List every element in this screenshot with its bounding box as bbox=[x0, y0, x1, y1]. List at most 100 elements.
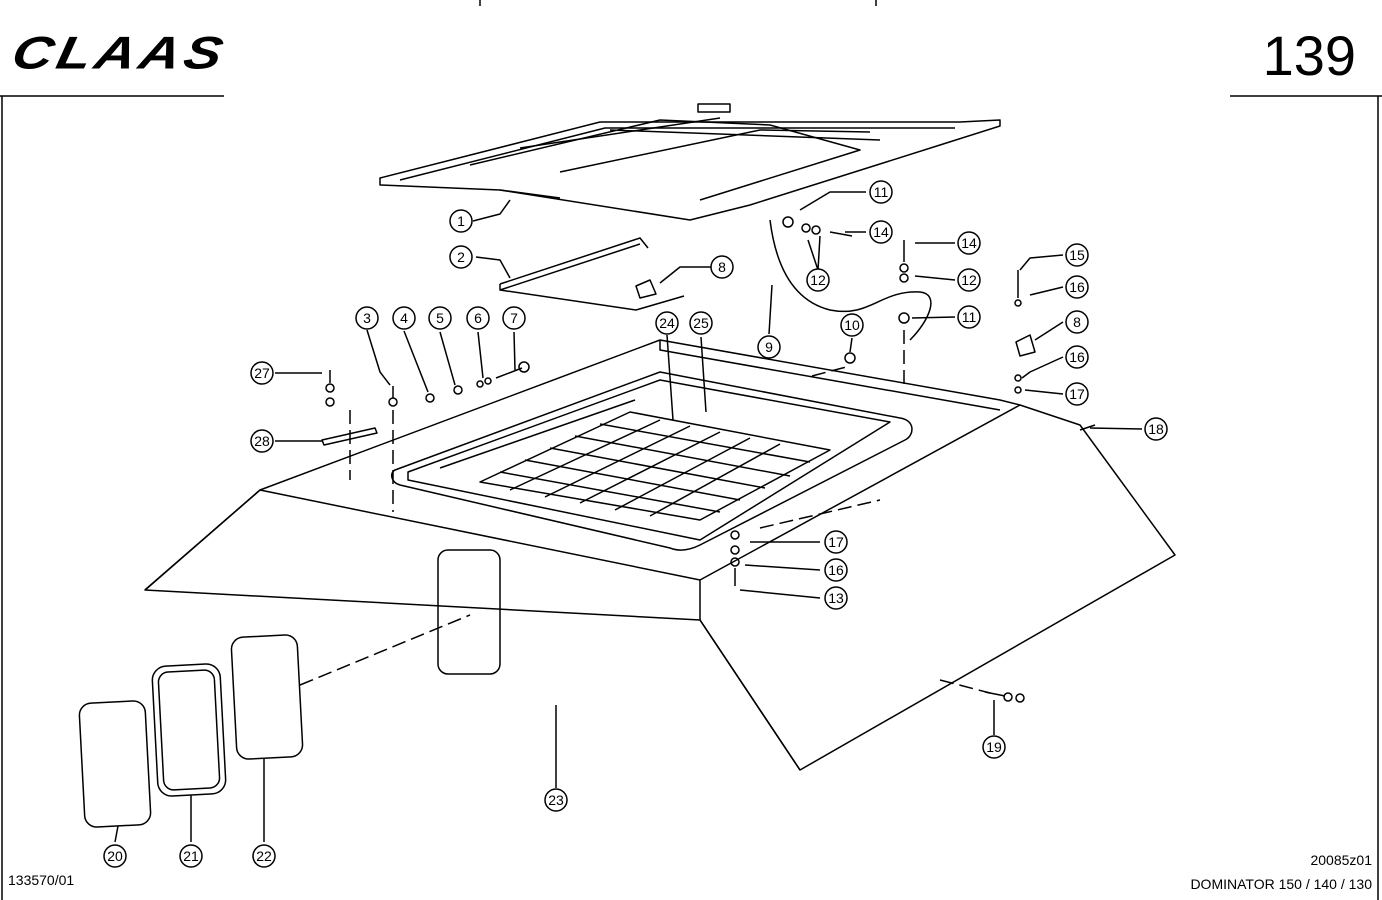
callout-14: 14 bbox=[957, 231, 981, 255]
callout-25: 25 bbox=[689, 311, 713, 335]
callout-24: 24 bbox=[655, 311, 679, 335]
callout-circle bbox=[250, 429, 274, 453]
callout-circle bbox=[824, 558, 848, 582]
callout-number: 16 bbox=[1069, 279, 1085, 295]
callout-16: 16 bbox=[1065, 275, 1089, 299]
callout-number: 11 bbox=[962, 309, 977, 325]
callout-3: 3 bbox=[355, 306, 379, 330]
callout-number: 4 bbox=[400, 310, 408, 326]
callout-circle bbox=[1065, 243, 1089, 267]
callout-circle bbox=[655, 311, 679, 335]
callout-circle bbox=[428, 306, 452, 330]
callout-22: 22 bbox=[252, 844, 276, 868]
callout-number: 16 bbox=[828, 562, 844, 578]
callout-12: 12 bbox=[957, 268, 981, 292]
callout-number: 28 bbox=[254, 433, 270, 449]
callout-number: 2 bbox=[457, 249, 465, 265]
callout-number: 18 bbox=[1148, 421, 1164, 437]
callout-circle bbox=[1065, 345, 1089, 369]
callout-7: 7 bbox=[502, 306, 526, 330]
callout-4: 4 bbox=[392, 306, 416, 330]
callout-15: 15 bbox=[1065, 243, 1089, 267]
callout-number: 1 bbox=[457, 213, 465, 229]
callout-circle bbox=[252, 844, 276, 868]
callout-circle bbox=[957, 268, 981, 292]
callout-18: 18 bbox=[1144, 417, 1168, 441]
callout-16: 16 bbox=[1065, 345, 1089, 369]
callout-number: 17 bbox=[1069, 386, 1085, 402]
callout-number: 14 bbox=[873, 224, 889, 240]
callout-number: 14 bbox=[961, 235, 977, 251]
callout-circle bbox=[1065, 275, 1089, 299]
callout-2: 2 bbox=[449, 245, 473, 269]
callout-number: 24 bbox=[659, 315, 675, 331]
hardware bbox=[321, 216, 1096, 703]
callout-number: 12 bbox=[961, 272, 977, 288]
callout-circle bbox=[544, 788, 568, 812]
callout-23: 23 bbox=[544, 788, 568, 812]
callout-number: 10 bbox=[844, 317, 860, 333]
callout-circle bbox=[806, 268, 830, 292]
callout-6: 6 bbox=[466, 306, 490, 330]
callout-number: 13 bbox=[828, 590, 844, 606]
callout-number: 23 bbox=[548, 792, 564, 808]
cable bbox=[769, 219, 932, 341]
clip-left bbox=[635, 279, 657, 299]
callout-circle bbox=[355, 306, 379, 330]
callout-14: 14 bbox=[869, 220, 893, 244]
callout-circle bbox=[250, 361, 274, 385]
callout-8: 8 bbox=[710, 255, 734, 279]
callout-number: 8 bbox=[1073, 314, 1081, 330]
callout-5: 5 bbox=[428, 306, 452, 330]
callout-number: 16 bbox=[1069, 349, 1085, 365]
callout-circle bbox=[757, 335, 781, 359]
callout-circle bbox=[392, 306, 416, 330]
callout-17: 17 bbox=[1065, 382, 1089, 406]
leader-lines bbox=[114, 191, 1143, 843]
callout-circle bbox=[840, 313, 864, 337]
callout-circle bbox=[689, 311, 713, 335]
callout-circle bbox=[449, 245, 473, 269]
callout-number: 12 bbox=[810, 272, 826, 288]
callout-circle bbox=[1144, 417, 1168, 441]
callout-1: 1 bbox=[449, 209, 473, 233]
callout-circle bbox=[869, 180, 893, 204]
callout-16: 16 bbox=[824, 558, 848, 582]
callout-circle bbox=[957, 305, 981, 329]
callout-19: 19 bbox=[982, 735, 1006, 759]
callout-10: 10 bbox=[840, 313, 864, 337]
callout-circle bbox=[466, 306, 490, 330]
callout-circle bbox=[824, 530, 848, 554]
callout-8: 8 bbox=[1065, 310, 1089, 334]
callout-20: 20 bbox=[103, 844, 127, 868]
callout-number: 21 bbox=[183, 848, 199, 864]
callout-number: 8 bbox=[718, 259, 726, 275]
callout-number: 6 bbox=[474, 310, 482, 326]
model-name: DOMINATOR 150 / 140 / 130 bbox=[1190, 876, 1372, 892]
callout-circle bbox=[449, 209, 473, 233]
callout-circle bbox=[179, 844, 203, 868]
window-panes bbox=[78, 634, 304, 828]
callout-circle bbox=[1065, 382, 1089, 406]
callout-number: 15 bbox=[1069, 247, 1085, 263]
cab-housing bbox=[144, 339, 1176, 771]
doc-number: 133570/01 bbox=[8, 872, 75, 888]
callout-circle bbox=[710, 255, 734, 279]
callout-number: 27 bbox=[254, 365, 270, 381]
callout-circle bbox=[1065, 310, 1089, 334]
callout-11: 11 bbox=[957, 305, 981, 329]
callout-21: 21 bbox=[179, 844, 203, 868]
callout-13: 13 bbox=[824, 586, 848, 610]
callout-number: 3 bbox=[363, 310, 371, 326]
drawing-code: 20085z01 bbox=[1310, 852, 1372, 868]
callout-number: 9 bbox=[765, 339, 773, 355]
callout-28: 28 bbox=[250, 429, 274, 453]
callout-circle bbox=[103, 844, 127, 868]
callout-9: 9 bbox=[757, 335, 781, 359]
callout-number: 19 bbox=[986, 739, 1002, 755]
seal-bar bbox=[499, 237, 685, 311]
roof-cover bbox=[379, 103, 1001, 221]
